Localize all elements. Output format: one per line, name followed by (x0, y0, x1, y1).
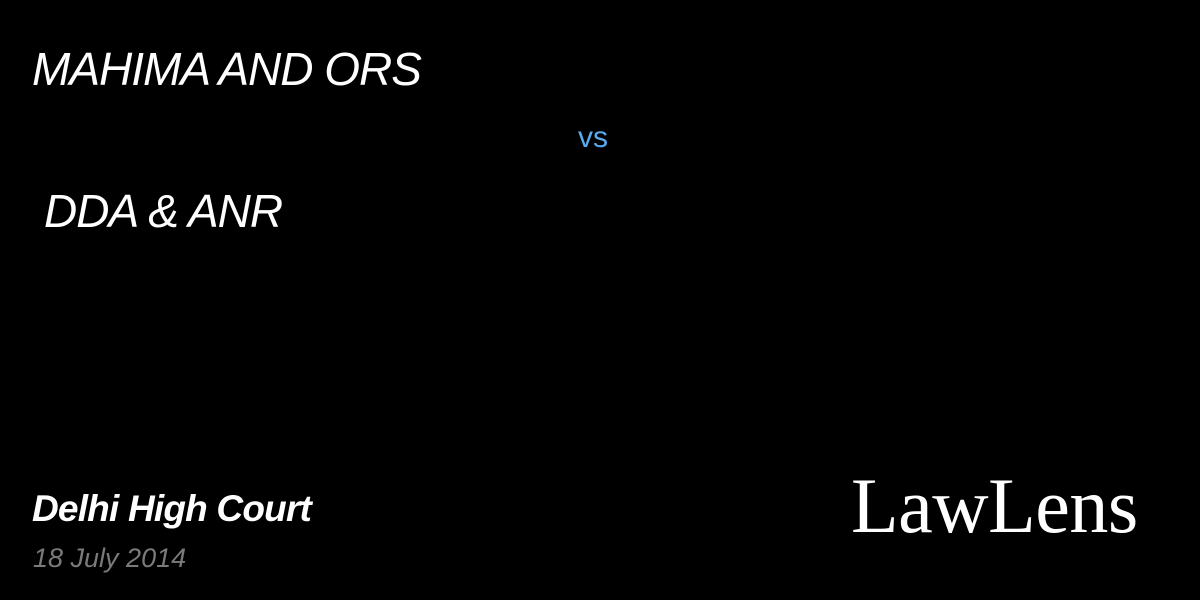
court-name: Delhi High Court (32, 488, 312, 529)
versus-label: vs (578, 121, 608, 154)
judgment-date: 18 July 2014 (33, 543, 187, 573)
respondent-name: DDA & ANR (44, 185, 283, 237)
brand-logo: LawLens (851, 462, 1138, 549)
petitioner-name: MAHIMA AND ORS (32, 43, 422, 95)
